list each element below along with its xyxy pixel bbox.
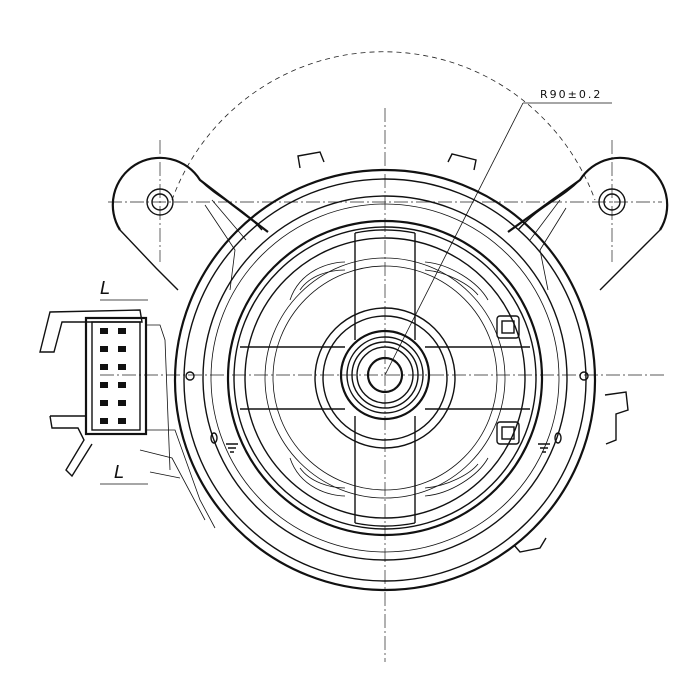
side-bolt-marks — [185, 371, 589, 453]
radius-callout: R90±0.2 — [384, 88, 612, 376]
spoke-cross — [240, 229, 530, 527]
dimension-l-bottom-label: L — [114, 462, 124, 483]
right-side-clip — [604, 391, 629, 445]
central-hub — [314, 307, 456, 449]
left-mounting-ear — [111, 156, 269, 291]
dimension-l-top: L — [100, 278, 148, 301]
stator-windows — [289, 261, 520, 497]
connector-block — [39, 309, 216, 529]
dimension-l-bottom: L — [100, 462, 148, 485]
reference-arc-r90 — [171, 51, 596, 201]
housing-top-lugs — [297, 151, 547, 553]
right-mounting-ear — [507, 156, 669, 291]
dimension-l-top-label: L — [100, 278, 110, 299]
radius-callout-label: R90±0.2 — [540, 88, 602, 101]
